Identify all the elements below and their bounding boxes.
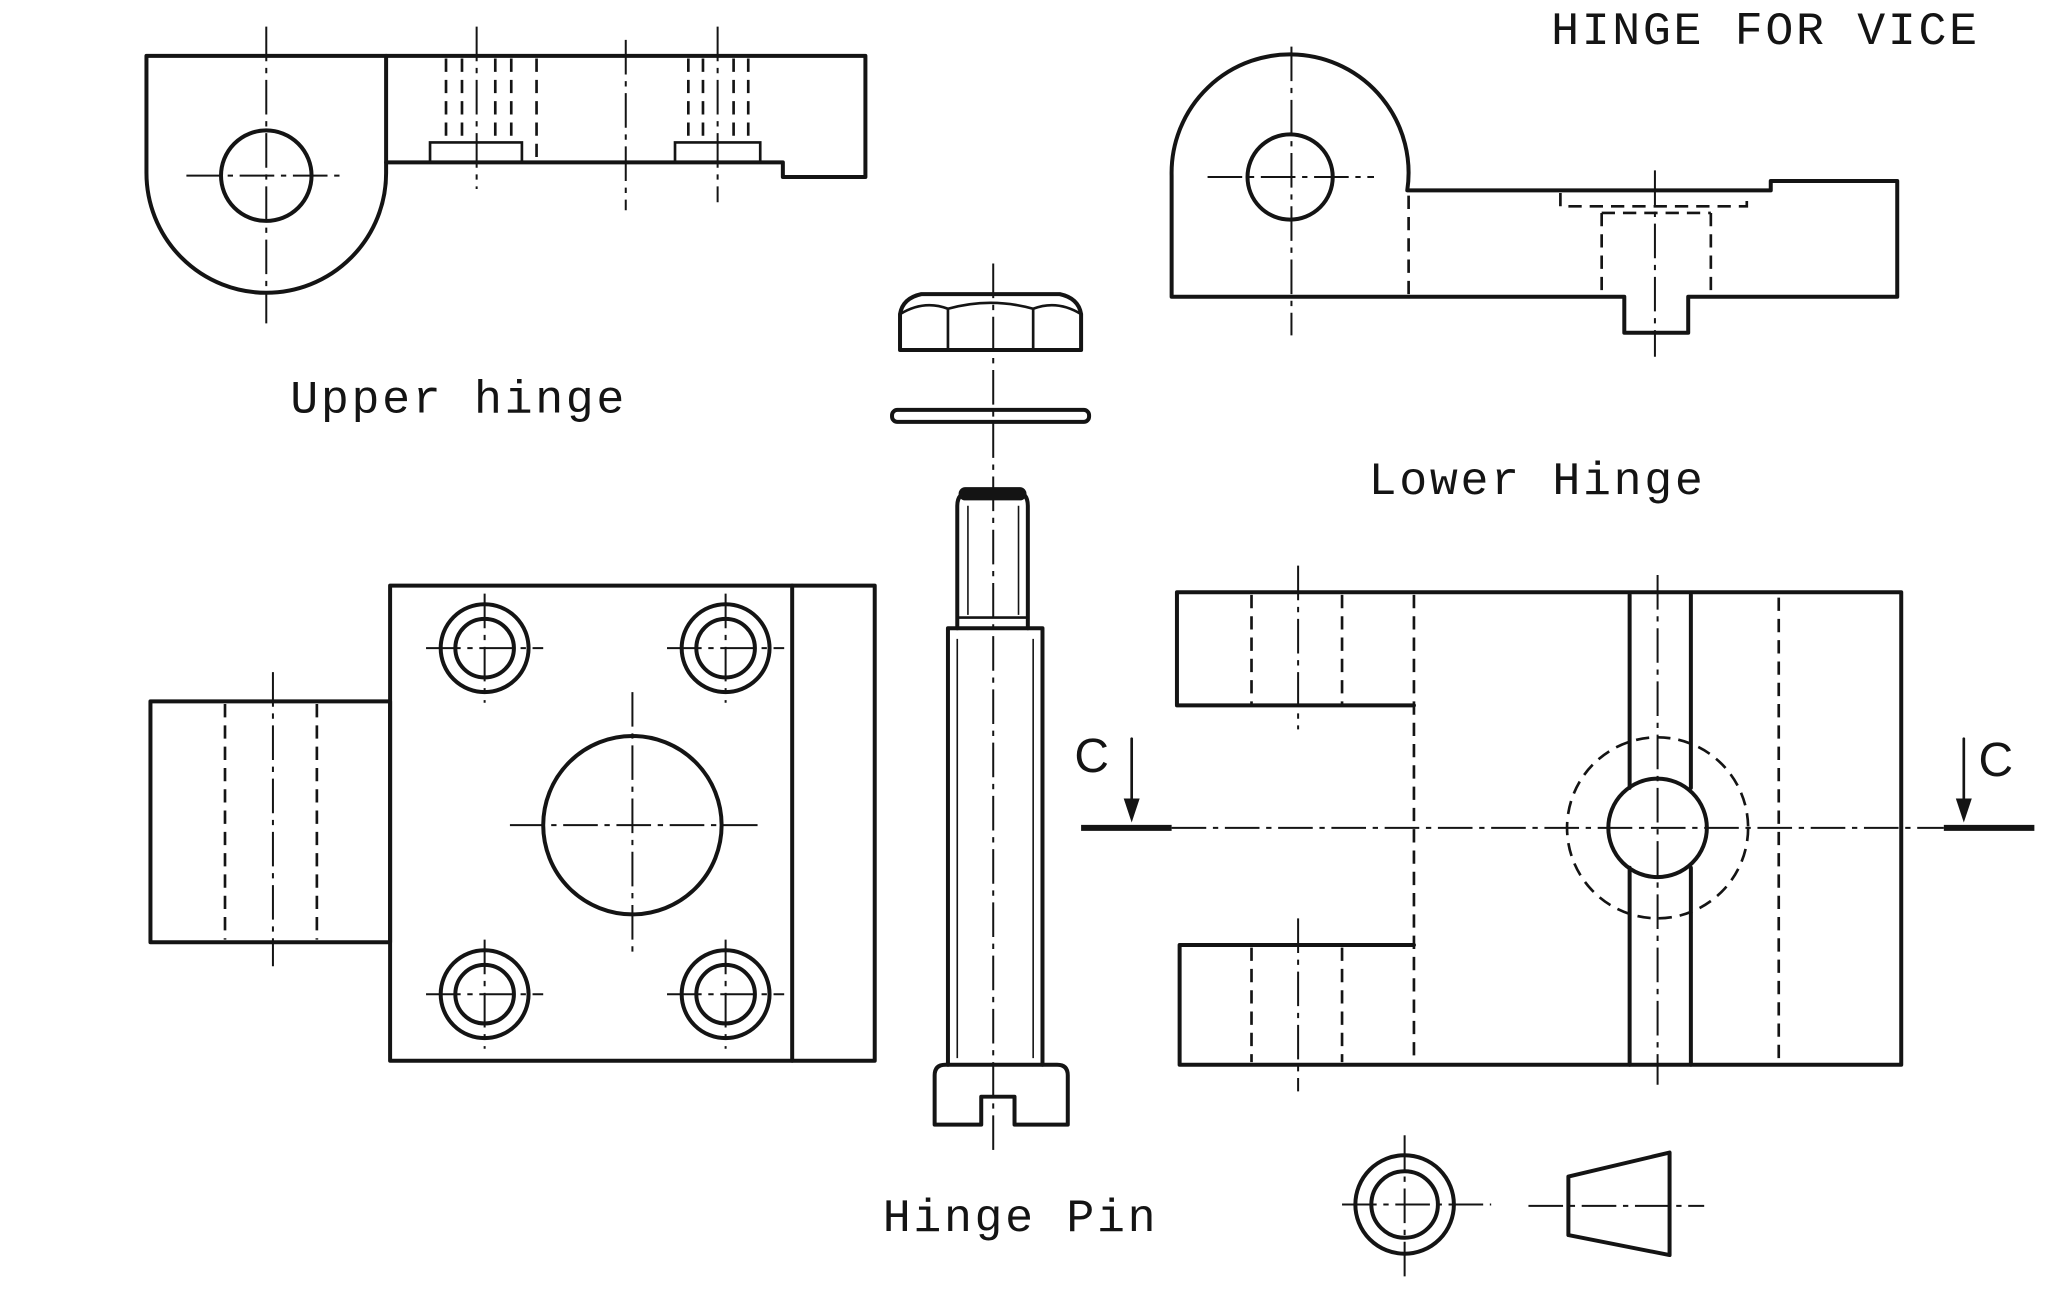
upper-hinge-label: Upper hinge	[290, 374, 627, 427]
shank-outline	[945, 626, 1045, 1067]
taper-bush-side-view	[1528, 1150, 1705, 1258]
pin-head-slotted	[932, 1062, 1070, 1127]
nut-chamfer-arc	[946, 301, 1035, 311]
hinge-pin-assembly	[890, 263, 1092, 1156]
collar-end-view	[1342, 1135, 1492, 1281]
lower-hinge-outline	[1169, 52, 1900, 335]
thread-outline	[955, 489, 1030, 631]
nut-outline	[898, 292, 1084, 353]
lower-hinge-label: Lower Hinge	[1369, 455, 1706, 508]
taper-outline	[1566, 1150, 1672, 1258]
lower-hinge-front-view	[1169, 46, 1900, 357]
section-marker-right: C	[1978, 734, 2013, 787]
counterbore-hole	[426, 939, 544, 1049]
washer	[890, 407, 1092, 424]
upper-hinge-front-view	[144, 26, 868, 324]
counterbore-hole	[426, 593, 544, 703]
section-marker-left: C	[1074, 730, 1109, 783]
upper-hinge-plan-view	[148, 583, 877, 1063]
counterbore-hidden	[1559, 192, 1749, 208]
nut-chamfer-arc	[898, 303, 950, 316]
section-arrow-head	[1123, 798, 1140, 823]
counterbore-hole	[667, 593, 785, 703]
hinge-pin-label: Hinge Pin	[883, 1192, 1159, 1245]
upper-hinge-outline	[144, 53, 868, 295]
section-arrow-head	[1955, 798, 1972, 823]
hex-nut	[898, 292, 1084, 353]
drawing-title: HINGE FOR VICE	[1551, 5, 1980, 58]
knuckle-outline	[148, 699, 393, 945]
fork-outline	[1174, 590, 1904, 1067]
nut-chamfer-arc	[1031, 303, 1083, 316]
counterbore-hole	[667, 939, 785, 1049]
pin	[932, 487, 1070, 1127]
section-line-c-c: C C	[1074, 730, 2035, 831]
